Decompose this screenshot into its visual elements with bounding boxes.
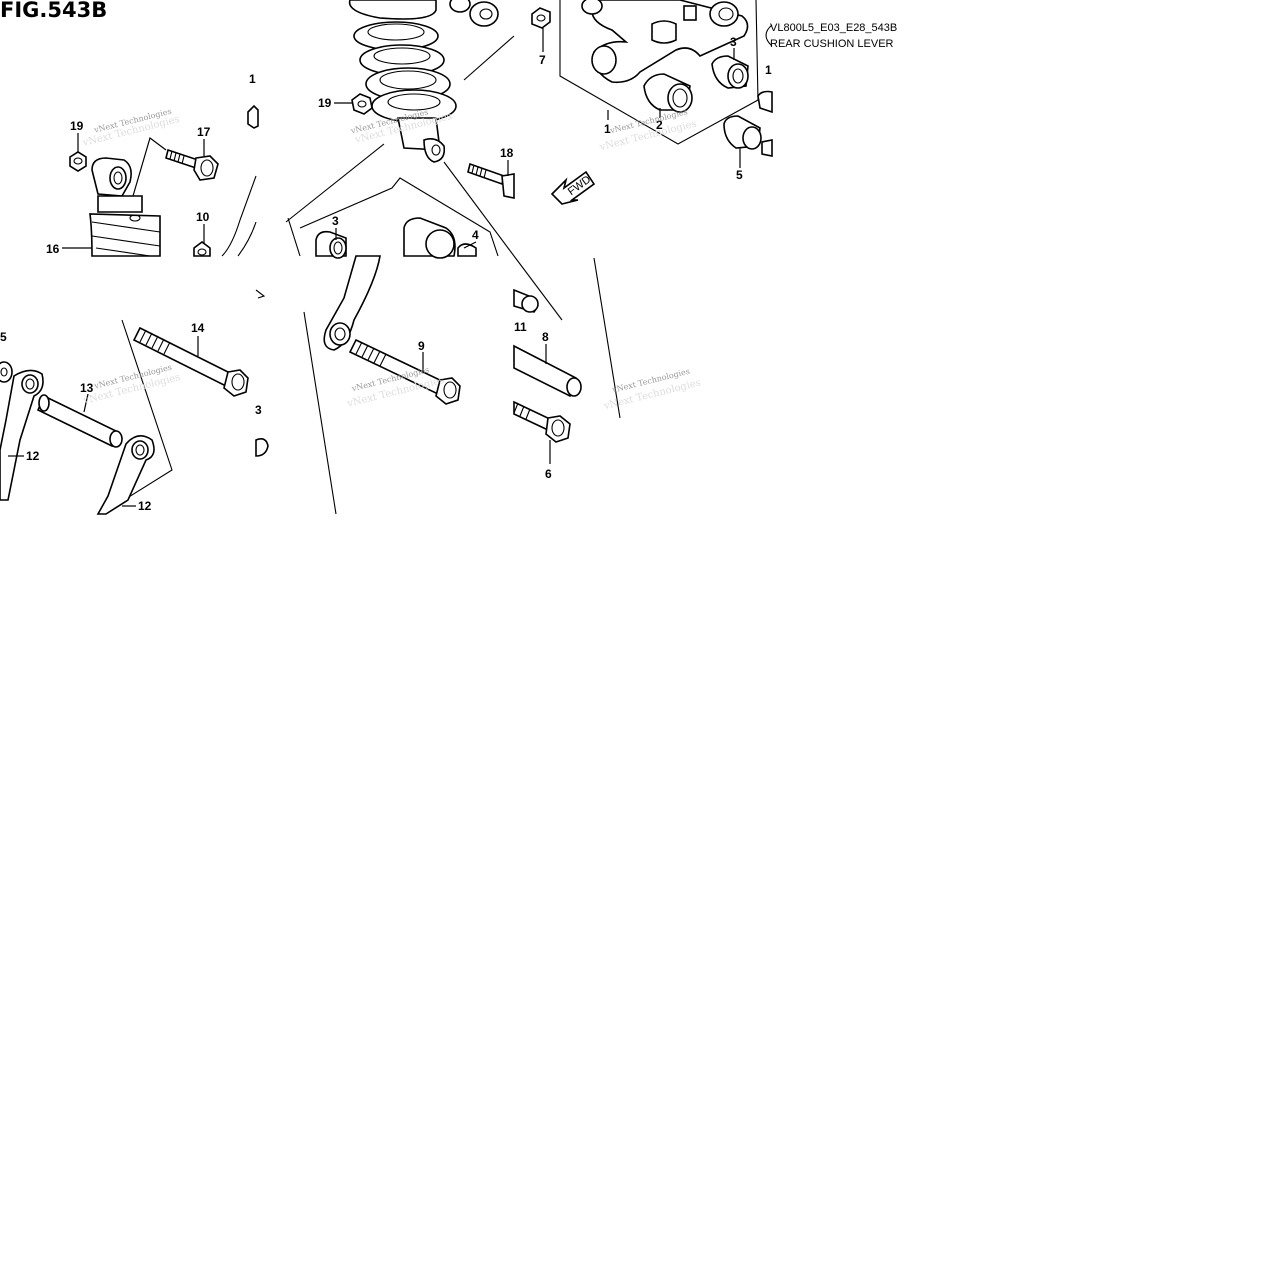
figure-ref-code: VL800L5_E03_E28_543B <box>770 22 897 34</box>
spring-group <box>285 0 515 259</box>
callout-16: 16 <box>46 242 60 256</box>
callout-6: 6 <box>545 467 552 481</box>
callout-14: 14 <box>191 321 205 335</box>
spacer-5-icon <box>723 115 762 150</box>
callout-12: 12 <box>26 449 40 463</box>
callout-1: 1 <box>604 122 611 136</box>
leader-lines <box>8 28 741 507</box>
bearing-2-icon <box>643 73 693 113</box>
pipe-frame-outline <box>593 257 621 419</box>
callout-1: 1 <box>249 72 256 86</box>
spacer-8-icon <box>513 344 582 398</box>
callout-12: 12 <box>138 499 152 513</box>
callout-13: 13 <box>80 381 94 395</box>
rods-frame-outline <box>121 319 173 501</box>
cushion-rod-12-icon <box>0 369 44 501</box>
callout-5: 5 <box>0 330 7 344</box>
callout-5: 5 <box>736 168 743 182</box>
shock-absorber-group <box>69 104 259 257</box>
section-name: REAR CUSHION LEVER <box>770 38 894 50</box>
bolt-9-icon <box>348 338 461 405</box>
nut-19b-icon <box>351 93 373 115</box>
coil-spring-icon <box>348 0 457 163</box>
bolt-18-icon <box>467 162 515 199</box>
lever-frame-outline <box>559 0 759 145</box>
bushing-4-icon <box>403 217 477 259</box>
washer-icon <box>449 0 499 27</box>
washer-5-icon <box>0 361 13 383</box>
callout-10: 10 <box>196 210 210 224</box>
callout-9: 9 <box>418 339 425 353</box>
callout-labels: 19 17 16 10 1 19 18 3 4 7 3 1 2 1 5 5 14… <box>0 35 772 513</box>
nut-10-icon <box>193 241 211 257</box>
bushing-11-icon <box>513 288 539 313</box>
link-frame-outline <box>303 311 337 515</box>
figure-title: FIG.543B <box>0 0 107 22</box>
nut-7-icon <box>531 7 551 29</box>
leader-line <box>132 137 167 197</box>
frame-outline <box>221 175 257 257</box>
cushion-lever-group: FWD <box>531 0 773 205</box>
callout-4: 4 <box>472 228 479 242</box>
callout-17: 17 <box>197 125 211 139</box>
ref-bracket <box>765 24 773 47</box>
callout-19: 19 <box>318 96 332 110</box>
callout-18: 18 <box>500 146 514 160</box>
callout-19: 19 <box>70 119 84 133</box>
callout-2: 2 <box>656 118 663 132</box>
collar-3-icon <box>315 230 347 259</box>
shock-absorber-icon <box>89 157 161 257</box>
bolt-17-icon <box>165 148 219 181</box>
spacer-13-icon <box>36 394 123 448</box>
link-arm-icon <box>323 255 381 351</box>
callout-3: 3 <box>730 35 737 49</box>
collar-3b-icon <box>711 55 749 89</box>
callout-8: 8 <box>542 330 549 344</box>
cushion-lever-icon <box>581 0 749 84</box>
callout-11: 11 <box>514 320 527 334</box>
callout-7: 7 <box>539 53 546 67</box>
nut-1-icon <box>247 104 259 129</box>
rods-group <box>0 289 269 515</box>
pipe-group <box>513 255 621 443</box>
bolt-6-icon <box>513 400 571 443</box>
link-group <box>303 255 461 515</box>
fwd-arrow-icon: FWD <box>550 170 596 205</box>
nut-19-icon <box>69 151 87 172</box>
callout-1: 1 <box>765 63 772 77</box>
callout-3: 3 <box>332 214 339 228</box>
bolt-14-icon <box>132 326 249 397</box>
cushion-rod-12b-icon <box>96 435 155 515</box>
callout-3: 3 <box>255 403 262 417</box>
